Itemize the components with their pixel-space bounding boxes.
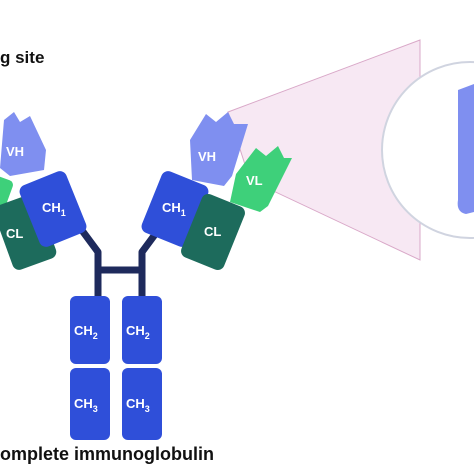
complete-immunoglobulin-heading: omplete immunoglobulin	[0, 444, 214, 464]
left-ch1-domain	[19, 171, 87, 247]
left-ch2-domain	[70, 296, 110, 364]
right-vh-domain	[190, 112, 248, 186]
hinge-region	[75, 222, 165, 300]
left-ch1-label: CH1	[42, 200, 66, 218]
left-vh-domain	[0, 112, 46, 176]
right-ch3-domain	[122, 368, 162, 440]
binding-site-heading: g site	[0, 48, 45, 67]
right-vl-domain	[230, 146, 292, 212]
zoom-projection	[227, 39, 421, 261]
left-ch3-domain	[70, 368, 110, 440]
left-ch2-label: CH2	[74, 323, 98, 341]
left-ch3-label: CH3	[74, 396, 98, 414]
right-cl-label: CL	[204, 224, 221, 239]
right-cl-domain	[181, 193, 245, 271]
right-vl-label: VL	[246, 173, 263, 188]
right-ch2-label: CH2	[126, 323, 150, 341]
left-cl-label: CL	[6, 226, 23, 241]
right-ch1-label: CH1	[162, 200, 186, 218]
zoomed-vh-domain	[457, 84, 474, 214]
left-vl-domain	[0, 175, 13, 219]
right-vh-label: VH	[198, 149, 216, 164]
right-ch3-label: CH3	[126, 396, 150, 414]
left-vh-label: VH	[6, 144, 24, 159]
zoom-circle	[381, 61, 474, 239]
right-ch2-domain	[122, 296, 162, 364]
